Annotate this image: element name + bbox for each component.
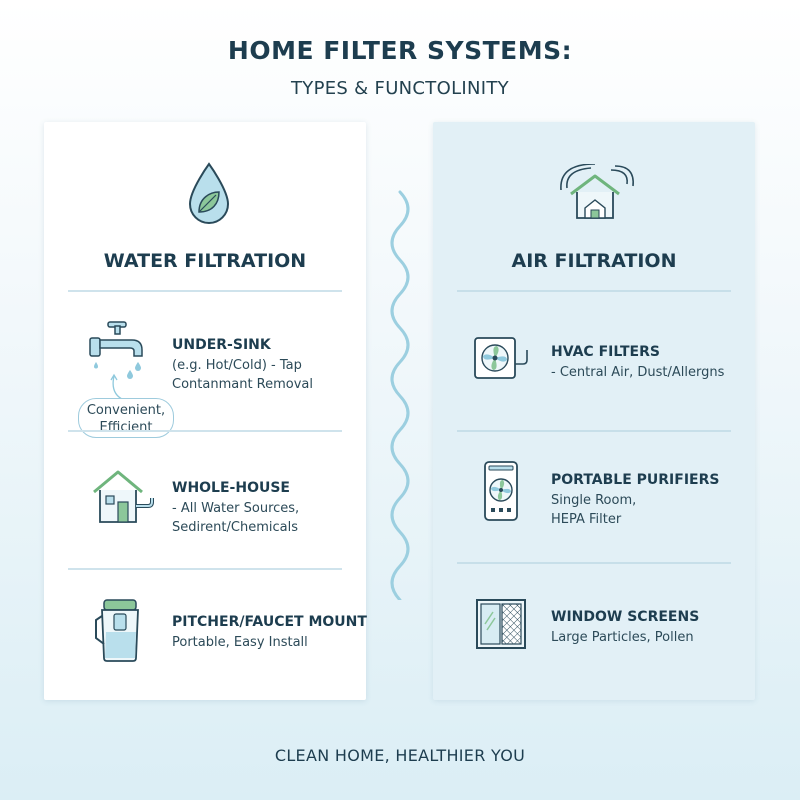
pitcher-desc: Portable, Easy Install bbox=[172, 635, 308, 650]
water-filtration-panel: WATER FILTRATION Convenient, Efficient U… bbox=[44, 122, 367, 700]
under-sink-desc-line2: Contanmant Removal bbox=[172, 377, 314, 392]
divider bbox=[68, 290, 342, 292]
window-screens-desc: Large Particles, Pollen bbox=[551, 630, 694, 645]
portable-purifiers-title: PORTABLE PURIFIERS bbox=[551, 472, 720, 488]
page-subtitle: TYPES & FUNCTOLINITY bbox=[291, 78, 509, 99]
portable-purifiers-desc-line1: Single Room, bbox=[551, 493, 637, 508]
faucet-icon bbox=[89, 321, 143, 379]
page-title: HOME FILTER SYSTEMS: bbox=[227, 36, 573, 65]
callout-line: Efficient bbox=[99, 420, 153, 435]
house-pipe-icon bbox=[93, 470, 154, 523]
house-airflow-icon bbox=[560, 164, 634, 219]
pitcher-icon bbox=[95, 599, 139, 662]
divider bbox=[457, 430, 731, 432]
hvac-fan-icon bbox=[474, 337, 528, 379]
footer-tagline: CLEAN HOME, HEALTHIER YOU bbox=[274, 746, 526, 765]
window-screen-icon bbox=[476, 599, 526, 649]
air-filtration-title: AIR FILTRATION bbox=[511, 250, 677, 272]
air-purifier-icon bbox=[484, 461, 518, 521]
air-filtration-panel: AIR FILTRATION HVAC FILTERS - Central Ai… bbox=[433, 122, 755, 700]
wave-divider-icon bbox=[390, 190, 410, 600]
under-sink-title: UNDER-SINK bbox=[172, 337, 271, 353]
whole-house-title: WHOLE-HOUSE bbox=[172, 480, 290, 496]
divider bbox=[457, 562, 731, 564]
pitcher-title: PITCHER/FAUCET MOUNT bbox=[172, 614, 367, 630]
water-filtration-title: WATER FILTRATION bbox=[103, 250, 307, 272]
callout-line: Convenient, bbox=[86, 403, 166, 418]
whole-house-desc-line2: Sedirent/Chemicals bbox=[172, 520, 298, 535]
hvac-filters-desc: - Central Air, Dust/Allergns bbox=[551, 365, 725, 380]
under-sink-desc-line1: (e.g. Hot/Cold) - Tap bbox=[172, 358, 302, 373]
water-drop-leaf-icon bbox=[188, 162, 230, 224]
divider bbox=[68, 430, 342, 432]
whole-house-desc-line1: - All Water Sources, bbox=[172, 501, 300, 516]
window-screens-title: WINDOW SCREENS bbox=[551, 609, 700, 625]
divider bbox=[457, 290, 731, 292]
hvac-filters-title: HVAC FILTERS bbox=[551, 344, 660, 360]
portable-purifiers-desc-line2: HEPA Filter bbox=[551, 512, 622, 527]
divider bbox=[68, 568, 342, 570]
convenient-efficient-callout: Convenient, Efficient bbox=[78, 398, 174, 438]
